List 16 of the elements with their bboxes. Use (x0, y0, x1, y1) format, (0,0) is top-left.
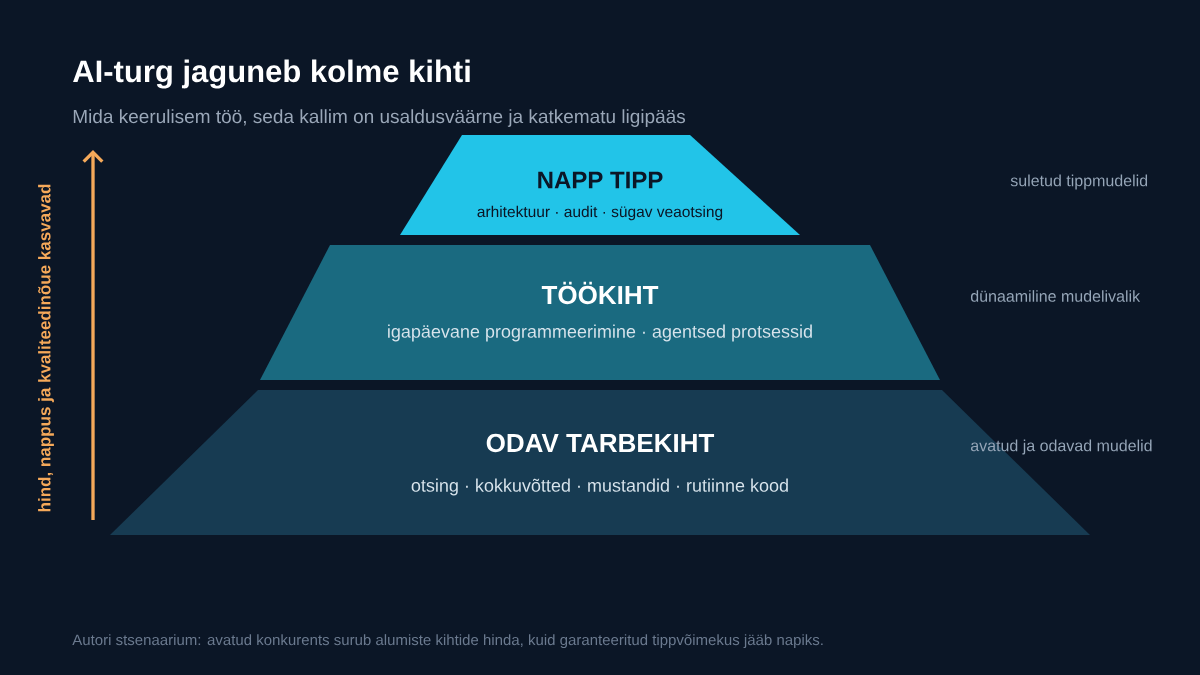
layer-note: avatud ja odavad mudelid (970, 439, 1152, 455)
footnote: Autori stsenaarium: avatud konkurents surub alumiste kihtide hinda, kuid garanteeritud tippvõimekus jääb napiks. (72, 634, 823, 649)
pyramid-layer (400, 135, 800, 235)
layer-note: dünaamiline mudelivalik (970, 290, 1141, 302)
pyramid-layer (110, 390, 1090, 535)
layer-title: TÖÖKIHT (541, 281, 659, 305)
pyramid-layer (260, 245, 940, 380)
layer-title: NAPP TIPP (538, 171, 663, 189)
title: AI-turg jaguneb kolme kihti (73, 59, 470, 89)
layer-description: igapäevane programmeerimine · agentsed protsessid (388, 324, 812, 342)
subtitle: Mida keerulisem töö, seda kallim on usaldusväärne ja katkematu ligipääs (73, 109, 686, 127)
layer-title: ODAV TARBEKIHT (486, 433, 715, 453)
layer-note: suletud tippmudelid (1010, 174, 1148, 190)
layer-description: otsing · kokkuvõtted · mustandid · rutiinne kood (411, 478, 788, 496)
layer-description: arhitektuur · audit · sügav veaotsing (477, 205, 723, 221)
axis-label: hind, nappus ja kvaliteedinõue kasvavad (38, 184, 54, 512)
